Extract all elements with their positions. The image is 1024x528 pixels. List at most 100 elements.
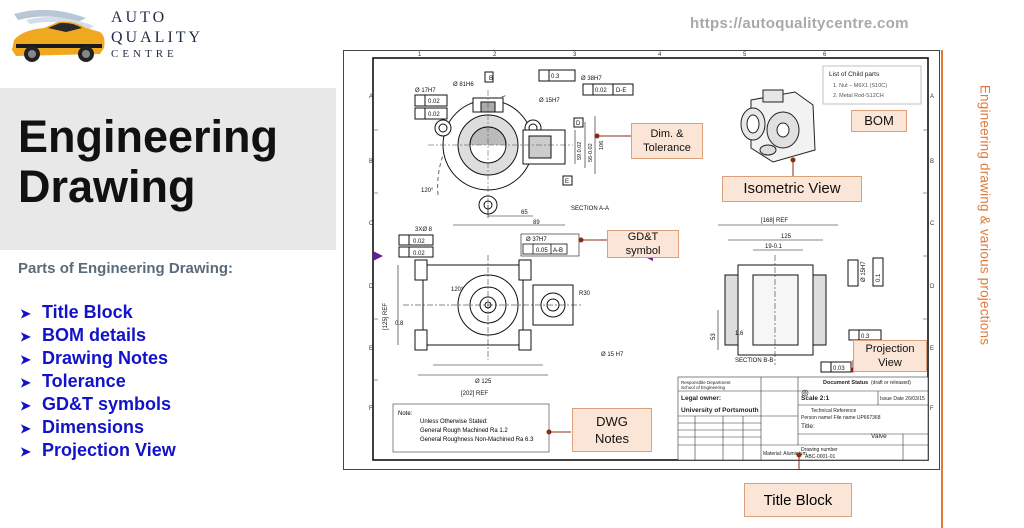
page-title: Engineering Drawing xyxy=(18,112,278,212)
child-parts-title: List of Child parts xyxy=(829,71,880,78)
tb-university: University of Portsmouth xyxy=(681,407,759,414)
angle-label: 120° xyxy=(421,188,434,194)
dim-d15-label: Ø 15 H7 xyxy=(601,352,624,358)
callout-isometric-view: Isometric View xyxy=(722,176,862,202)
website-url[interactable]: https://autoqualitycentre.com xyxy=(690,15,909,32)
arrow-bullet-icon: ➤ xyxy=(20,306,31,321)
tol-label: 0.05 xyxy=(536,248,548,254)
list-item-label: Projection View xyxy=(42,440,176,460)
svg-text:1: 1 xyxy=(418,52,422,58)
arrow-bullet-icon: ➤ xyxy=(20,421,31,436)
list-item: ➤BOM details xyxy=(20,324,176,347)
list-item-label: Drawing Notes xyxy=(42,348,169,368)
note-line: General Roughness Non-Machined Ra 6.3 xyxy=(420,437,534,443)
logo-line-3: CENTRE xyxy=(111,48,178,60)
vertical-divider xyxy=(941,50,943,528)
svg-text:E: E xyxy=(930,346,934,352)
drawing-notes-box: Note: Unless Otherwise Stated: General R… xyxy=(392,403,550,453)
gdt-feature-frame: Ø 37H7 0.05 A-B xyxy=(520,233,580,257)
list-item: ➤Tolerance xyxy=(20,370,176,393)
list-item: ➤ Title Block xyxy=(20,301,176,324)
svg-text:D: D xyxy=(369,284,374,290)
logo-wordmark: AUTO QUALITY CENTRE xyxy=(111,10,203,60)
tb-scale: Scale 2:1 xyxy=(801,395,830,402)
tol-label: 0.02 xyxy=(428,99,440,105)
svg-text:6: 6 xyxy=(823,52,827,58)
dim-d37-label: Ø 37H7 xyxy=(526,237,547,243)
tb-person: Person name/ File name UP667368 xyxy=(801,415,881,421)
callout-line: Projection xyxy=(865,343,915,355)
callout-dim-tolerance: Dim. &Tolerance xyxy=(631,123,703,159)
section-a-a-caption: SECTION A-A xyxy=(571,206,609,212)
tb-title-value: Valve xyxy=(871,433,887,440)
svg-text:5: 5 xyxy=(743,52,747,58)
dim-d125-label: Ø 125 xyxy=(475,379,492,385)
notes-label: Note: xyxy=(398,411,413,417)
dim-d15-label: Ø 15H7 xyxy=(539,98,560,104)
radius-label: R30 xyxy=(579,291,591,297)
tol-label: 0.03 xyxy=(833,366,845,372)
dim-19-label: 19-0.1 xyxy=(765,244,783,250)
note-line: Unless Otherwise Stated: xyxy=(420,419,488,425)
svg-text:3: 3 xyxy=(573,52,577,58)
tb-drawing-number: ABC-0001-01 xyxy=(805,454,836,460)
svg-text:E: E xyxy=(565,179,569,185)
side-caption-text: Engineering drawing & various projection… xyxy=(977,84,993,346)
svg-text:A: A xyxy=(930,94,934,100)
arrow-bullet-icon: ➤ xyxy=(20,329,31,344)
sports-car-logo-icon xyxy=(12,9,105,62)
tb-draft: (draft or released) xyxy=(871,380,911,386)
list-item: ➤Drawing Notes xyxy=(20,347,176,370)
dim-125-label: 125 xyxy=(781,234,792,240)
svg-text:D: D xyxy=(930,284,935,290)
company-logo: AUTO QUALITY CENTRE xyxy=(8,6,208,66)
list-item-label: Dimensions xyxy=(42,417,145,437)
tb-legal-owner: Legal owner: xyxy=(681,395,721,402)
list-item-label: GD&T symbols xyxy=(42,394,172,414)
tol-label: 0.3 xyxy=(551,74,560,80)
svg-text:C: C xyxy=(930,221,935,227)
svg-text:2: 2 xyxy=(493,52,497,58)
tol-label: 0.3 xyxy=(861,334,870,340)
svg-text:F: F xyxy=(369,406,373,412)
tol-label: 0.02 xyxy=(595,88,607,94)
dim-56-label: 56-0.02 xyxy=(588,143,594,162)
list-item: ➤ Dimensions xyxy=(20,416,176,439)
tb-doc-status: Document Status xyxy=(823,380,868,386)
callout-line: Tolerance xyxy=(643,142,691,154)
parts-list: ➤Title Block ➤BOM details ➤Drawing Notes… xyxy=(20,301,176,462)
tb-title-label: Title: xyxy=(801,423,815,430)
arrow-bullet-icon: ➤ xyxy=(20,375,31,390)
title-line-1: Engineering xyxy=(18,111,279,162)
svg-text:4: 4 xyxy=(658,52,662,58)
title-line-2: Drawing xyxy=(18,161,196,212)
child-parts-list: List of Child parts 1. Nut – M6X1 (S10C)… xyxy=(822,65,922,105)
isometric-view xyxy=(740,89,816,163)
dim-53-label: 53 xyxy=(711,333,717,340)
svg-text:B: B xyxy=(930,159,934,165)
note-line: General Rough Machined Ra 1.2 xyxy=(420,428,508,434)
svg-text:A: A xyxy=(369,94,373,100)
callout-line: Notes xyxy=(595,431,629,446)
callout-line: symbol xyxy=(625,245,661,257)
tb-resp-dept: Responsible Department xyxy=(681,380,731,385)
dim-d17-label: Ø 17H7 xyxy=(415,88,436,94)
callout-line: View xyxy=(878,357,902,369)
tb-school: School of Engineering xyxy=(681,385,726,390)
parts-subheading: Parts of Engineering Drawing: xyxy=(18,260,234,277)
list-item-label: Title Block xyxy=(42,302,133,322)
list-item: ➤ Projection View xyxy=(20,439,176,462)
dim-d38-label: Ø 38H7 xyxy=(581,76,602,82)
logo-line-2: QUALITY xyxy=(111,29,204,46)
dim-ref125-label: [125] REF xyxy=(383,303,389,330)
side-caption: Engineering drawing & various projection… xyxy=(975,70,995,360)
arrow-bullet-icon: ➤ xyxy=(20,444,31,459)
svg-text:F: F xyxy=(930,406,934,412)
svg-text:C: C xyxy=(369,221,374,227)
angle-label: 120° xyxy=(451,287,464,293)
callout-bom: BOM xyxy=(851,110,907,132)
